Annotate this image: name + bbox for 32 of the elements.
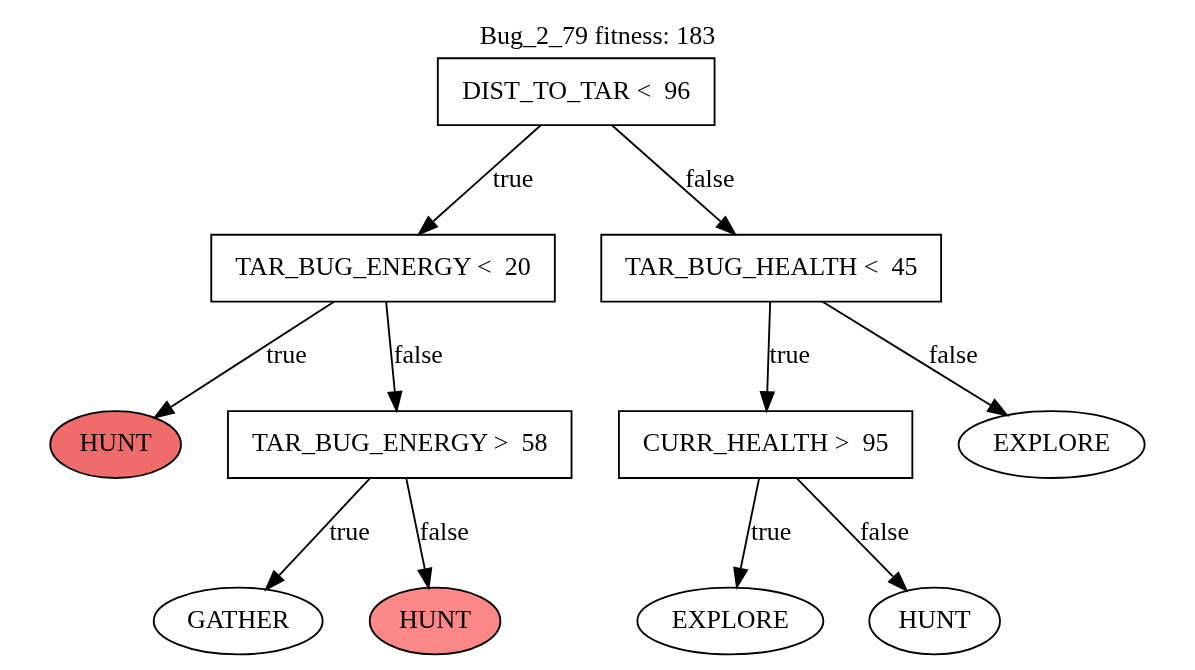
edge-label: false [393,340,443,370]
node-ellipse: HUNT [49,410,182,479]
arrow [759,300,776,414]
arrow [416,124,542,237]
node-box: CURR_HEALTH > 95 [618,410,914,479]
node-ellipse: HUNT [868,586,1001,656]
arrow [733,477,761,590]
edge-label: true [750,516,792,546]
node-ellipse: EXPLORE [957,410,1146,479]
node-ellipse: HUNT [368,586,502,656]
edge-label: true [769,340,810,370]
node-box: TAR_BUG_HEALTH < 45 [600,233,943,303]
node-box: TAR_BUG_ENERGY > 58 [227,410,573,479]
edge-label: false [928,340,978,370]
edge-label: false [859,516,910,546]
arrow [152,300,335,419]
arrow [611,124,738,237]
edge-label: false [685,163,735,193]
arrow [795,477,909,593]
arrow [405,477,433,591]
edge-label: true [492,163,534,193]
node-box: TAR_BUG_ENERGY < 20 [210,233,556,303]
arrow [385,300,403,414]
arrow [821,300,1010,417]
edge-label: false [419,516,469,546]
edge-label: true [266,340,307,370]
node-box: DIST_TO_TAR < 96 [436,57,716,127]
edge-label: true [329,516,370,546]
node-ellipse: GATHER [152,586,324,656]
arrow [264,477,372,592]
diagram-title: Bug_2_79 fitness: 183 [479,20,716,50]
node-ellipse: EXPLORE [636,586,825,656]
